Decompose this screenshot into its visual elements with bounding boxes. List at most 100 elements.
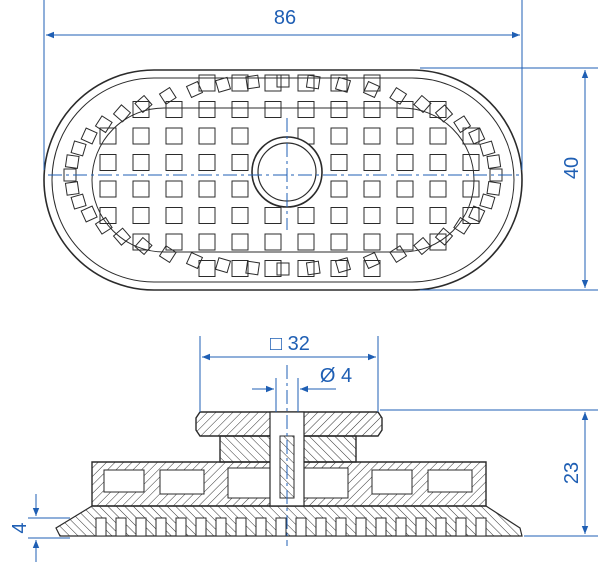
stud (135, 517, 147, 537)
grid-cell (198, 260, 216, 277)
rim-cell (276, 74, 290, 88)
stud (415, 517, 427, 537)
stud (235, 517, 247, 537)
rim-cell (486, 154, 502, 169)
grid-cell (198, 74, 216, 92)
stud (155, 517, 167, 537)
pad-outline-inner (51, 77, 515, 283)
rim-cell (362, 80, 381, 99)
grid-cell (198, 207, 216, 224)
grid-cell (231, 180, 249, 198)
grid-cell (330, 74, 348, 92)
grid-cell (264, 233, 282, 251)
grid-cell (363, 233, 381, 251)
rim-cell (94, 216, 113, 235)
grid-cell (165, 207, 183, 224)
grid-cell (231, 154, 249, 171)
grid-cell (264, 101, 282, 118)
grid-cell (231, 207, 249, 224)
grid-cell (363, 207, 381, 224)
rim-cell (245, 260, 261, 276)
grid-cell (231, 74, 249, 92)
rim-cell (479, 193, 496, 210)
rim-cell (453, 115, 472, 134)
stud (215, 517, 227, 537)
grid-cell (429, 127, 447, 145)
grid-cell (198, 127, 216, 145)
grid-cell (363, 74, 381, 92)
grid-cell (198, 101, 216, 118)
rim-cell (334, 76, 352, 93)
stud (335, 517, 347, 537)
bottom-studs (95, 517, 487, 537)
stud (435, 517, 447, 537)
grid-cell (330, 180, 348, 198)
grid-cell (132, 127, 150, 145)
rim-cell (468, 205, 486, 223)
grid-cell (396, 101, 414, 118)
grid-cell (330, 127, 348, 145)
grid-cell (396, 180, 414, 198)
grid-cell (165, 233, 183, 251)
grid-cell (297, 74, 315, 92)
rim-cell (112, 104, 132, 123)
grid-cell (165, 127, 183, 145)
rim-cell (80, 127, 98, 145)
stud (195, 517, 207, 537)
rim-cell (413, 94, 432, 114)
grid-cell (132, 207, 150, 224)
grid-cell (363, 154, 381, 171)
stud (395, 517, 407, 537)
rim-cell (134, 236, 153, 256)
stud (95, 517, 107, 537)
rim-cell (158, 245, 177, 264)
rim-cell (276, 262, 290, 276)
grid-cell (330, 207, 348, 224)
rim-cell (245, 74, 261, 90)
stud (295, 517, 307, 537)
dimension-square-label: □ 32 (270, 333, 310, 355)
grid-cell (363, 127, 381, 145)
grid-cell (330, 154, 348, 171)
grid-cell (396, 127, 414, 145)
rim-cell (305, 260, 321, 276)
grid-cell (462, 127, 480, 145)
grid-cell (231, 260, 249, 277)
stud (375, 517, 387, 537)
stud (115, 517, 127, 537)
grid-cell (297, 260, 315, 277)
rim-cell (434, 104, 454, 123)
rim-cell (64, 154, 80, 169)
pad-inner-lip (91, 107, 475, 253)
grid-cell (132, 101, 150, 118)
rim-cell (413, 236, 432, 256)
grid-cell (429, 207, 447, 224)
dimension-lip-label: 4 (9, 522, 31, 533)
grid-cell (363, 180, 381, 198)
dimension-lip: 4 (9, 494, 70, 562)
grid-cell (462, 180, 480, 198)
grid-cell (363, 101, 381, 118)
grid-cell (99, 154, 117, 171)
grid-cell (198, 180, 216, 198)
rim-cell (80, 205, 98, 223)
rim-cell (389, 86, 408, 105)
grid-cell (396, 233, 414, 251)
rim-cell (214, 76, 232, 93)
rim-cell (185, 251, 204, 270)
grid-cell (165, 180, 183, 198)
grid-cell (396, 207, 414, 224)
dimension-square: □ 32 (199, 333, 379, 412)
top-view (43, 69, 523, 291)
grid-cell (231, 101, 249, 118)
grid-cell (99, 207, 117, 224)
grid-cell (132, 180, 150, 198)
grid-cell (429, 154, 447, 171)
grid-cell (264, 74, 282, 92)
grid-cell (132, 154, 150, 171)
stud (355, 517, 367, 537)
rim-cell (479, 140, 496, 157)
dimension-length-label: 86 (274, 7, 296, 29)
rim-cell (453, 216, 472, 235)
